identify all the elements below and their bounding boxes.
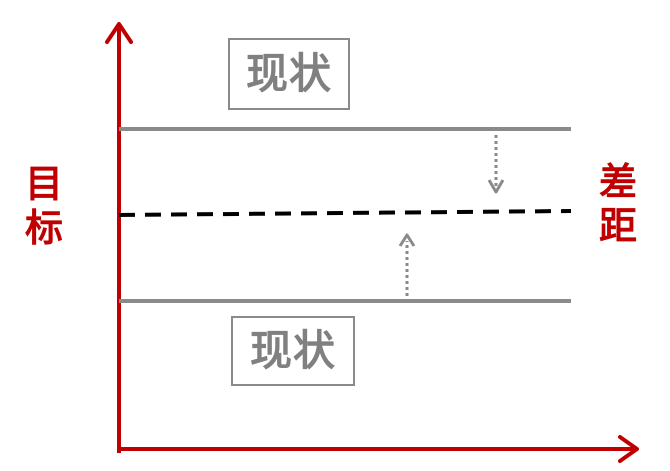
target-label-char-1: 目 [24,162,63,206]
status-box-bottom-label: 现状 [249,326,336,375]
gap-label-char-1: 差 [598,160,637,204]
gap-label: 差 距 [596,160,640,248]
status-box-top-label: 现状 [245,49,332,98]
gap-arrow-up-head-icon [398,233,416,247]
target-label-char-2: 标 [24,206,63,250]
target-label: 目 标 [22,162,66,250]
y-axis-arrowhead-icon [105,22,133,44]
status-box-bottom: 现状 [231,316,355,386]
gap-arrow-down-head-icon [487,179,505,194]
x-axis-arrowhead-icon [618,435,639,463]
gap-label-char-2: 距 [598,204,637,248]
target-dashed-line [118,209,572,217]
status-box-top: 现状 [228,38,350,110]
